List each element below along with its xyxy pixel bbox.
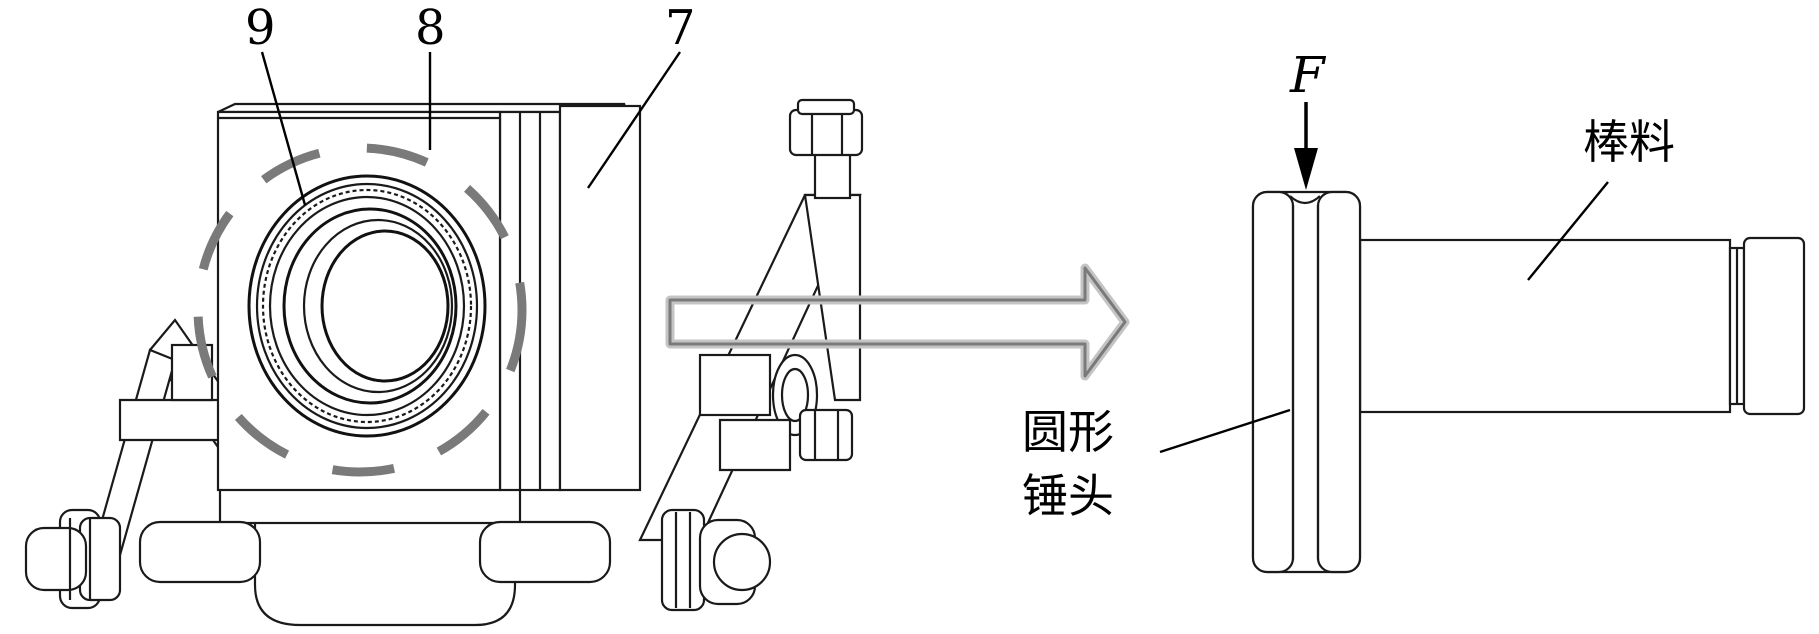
right-arm	[638, 193, 862, 542]
hammer-and-bar: F 棒料 圆形 锤头	[1022, 46, 1806, 574]
leader-9	[260, 51, 307, 206]
force-arrow	[1294, 102, 1318, 190]
leader-bar	[1527, 181, 1609, 281]
base-cradle	[218, 476, 522, 627]
label-7: 7	[665, 0, 696, 56]
label-hammer-line2: 锤头	[1022, 469, 1114, 523]
leader-7	[587, 51, 681, 189]
label-9: 9	[245, 0, 276, 56]
hollow-arrow	[665, 263, 1130, 381]
label-bar: 棒料	[1583, 115, 1675, 169]
bearing	[247, 174, 487, 438]
bottom-right-nut	[798, 408, 854, 462]
label-force: F	[1289, 46, 1327, 104]
main-block	[216, 102, 642, 492]
leader-hammer	[1159, 408, 1291, 454]
top-bolt	[788, 98, 864, 200]
dashed-circle	[193, 143, 527, 477]
fixture-assembly: 9 8 7	[24, 0, 864, 627]
bottom-shafts	[138, 520, 612, 584]
bar-stock	[1358, 238, 1732, 414]
right-nut-stack	[660, 508, 772, 612]
label-8: 8	[415, 0, 446, 56]
left-nut-stack	[24, 508, 122, 610]
label-hammer-line1: 圆形	[1022, 405, 1114, 459]
